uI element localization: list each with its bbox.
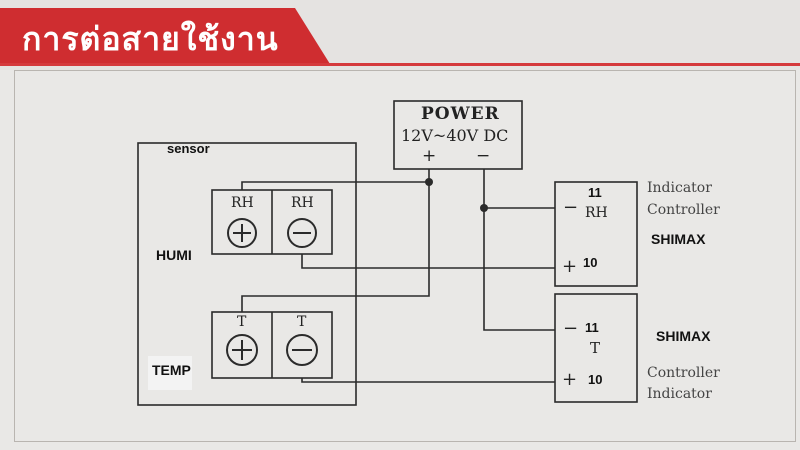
- indicator-top-desc-line2: Controller: [647, 202, 720, 218]
- indicator-top-minus-sign: −: [563, 197, 579, 218]
- page-title: การต่อสายใช้งาน: [22, 20, 279, 58]
- indicator-top-terminal-10: 10: [583, 255, 598, 270]
- junction-dot-minus: [480, 204, 488, 212]
- rh-plus-terminal-icon: [227, 218, 257, 248]
- indicator-bottom-desc-line1: Controller: [647, 365, 720, 381]
- junction-dot-plus: [425, 178, 433, 186]
- power-title: POWER: [421, 104, 500, 124]
- t-plus-terminal-label: T: [237, 314, 247, 330]
- sensor-label: sensor: [167, 141, 210, 156]
- header-rule: [0, 63, 800, 66]
- wire-rh-minus: [301, 254, 555, 269]
- t-plus-terminal-icon: [226, 334, 258, 366]
- wire-t-minus: [301, 378, 555, 383]
- humi-label: HUMI: [156, 247, 192, 263]
- power-box: [393, 100, 523, 170]
- wire-rh-plus: [241, 181, 429, 190]
- indicator-bottom-channel: T: [590, 339, 601, 357]
- rh-minus-terminal-label: RH: [291, 195, 314, 211]
- indicator-bottom-box: [554, 293, 638, 403]
- indicator-bottom-plus-sign: +: [562, 369, 578, 390]
- power-minus-sign: −: [476, 146, 491, 166]
- wire-power-minus: [483, 169, 555, 331]
- indicator-bottom-desc-line2: Indicator: [647, 386, 712, 402]
- power-plus-sign: +: [422, 146, 437, 166]
- rh-plus-terminal-label: RH: [231, 195, 254, 211]
- indicator-bottom-terminal-11: 11: [585, 320, 599, 335]
- rh-minus-terminal-icon: [287, 218, 317, 248]
- indicator-bottom-brand: SHIMAX: [656, 328, 711, 344]
- wire-t-plus: [241, 182, 430, 312]
- title-tab: [0, 8, 330, 64]
- indicator-top-plus-sign: +: [562, 256, 578, 277]
- indicator-top-terminal-11: 11: [588, 185, 602, 200]
- temp-label: TEMP: [152, 362, 191, 378]
- sensor-enclosure: [137, 142, 357, 406]
- indicator-top-desc-line1: Indicator: [647, 180, 712, 196]
- indicator-top-channel: RH: [585, 205, 608, 221]
- indicator-top-box: [554, 181, 638, 287]
- indicator-bottom-minus-sign: −: [563, 318, 579, 339]
- diagram-panel: [14, 70, 796, 442]
- t-minus-terminal-label: T: [297, 314, 307, 330]
- power-voltage: 12V~40V DC: [401, 126, 509, 145]
- indicator-bottom-terminal-10: 10: [588, 372, 603, 387]
- t-minus-terminal-icon: [286, 334, 318, 366]
- temp-label-background: [148, 356, 192, 390]
- indicator-top-brand: SHIMAX: [651, 231, 706, 247]
